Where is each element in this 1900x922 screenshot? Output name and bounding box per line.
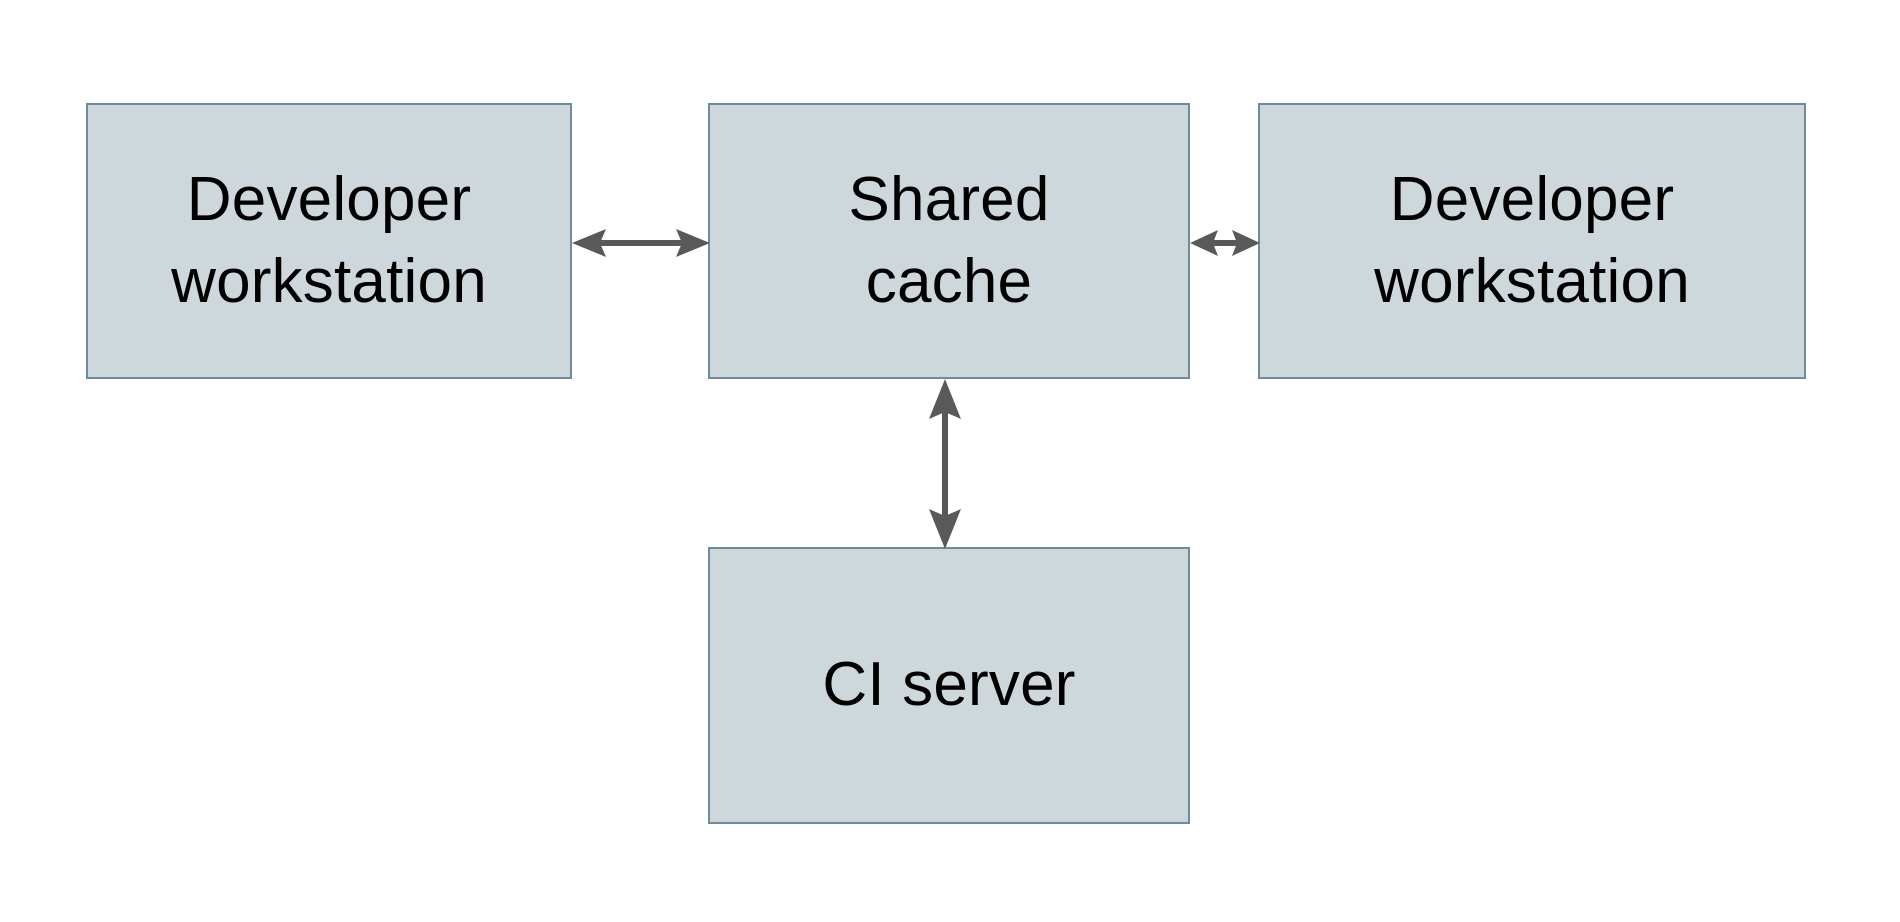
node-label-developer-workstation-left: Developer workstation [171,164,487,316]
node-label-developer-workstation-right: Developer workstation [1374,164,1690,316]
connector-ci-server-to-cache-double-arrow-icon [929,379,961,549]
connector-left-workstation-to-cache-double-arrow-icon [572,229,710,257]
node-developer-workstation-right[interactable]: Developer workstation [1258,103,1806,379]
node-ci-server[interactable]: CI server [708,547,1190,824]
connector-cache-to-right-workstation-double-arrow-icon [1190,230,1260,256]
node-label-shared-cache: Shared cache [848,164,1050,316]
node-shared-cache[interactable]: Shared cache [708,103,1190,379]
node-label-ci-server: CI server [822,650,1076,720]
node-developer-workstation-left[interactable]: Developer workstation [86,103,572,379]
